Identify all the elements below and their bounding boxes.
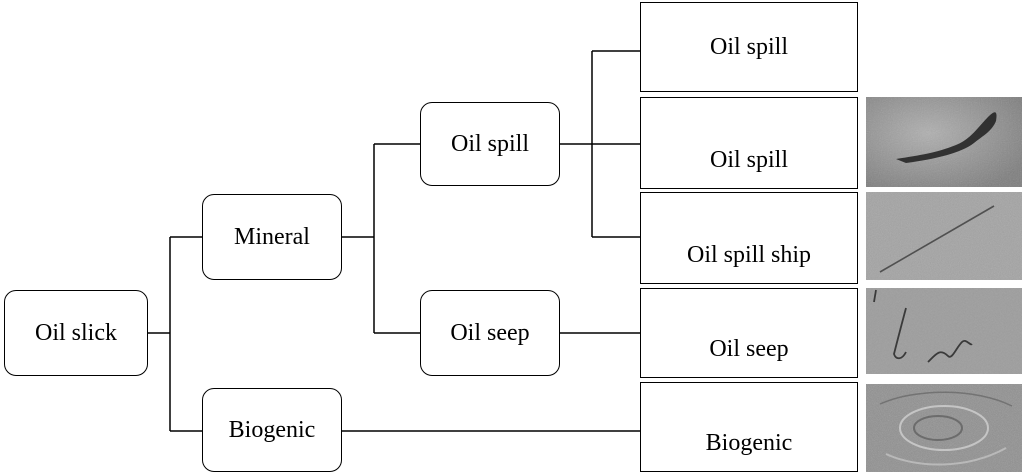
leaf-oil-spill-2: Oil spill xyxy=(640,97,858,189)
leaf-biogenic: Biogenic xyxy=(640,382,858,472)
node-biogenic: Biogenic xyxy=(202,388,342,472)
leaf-label: Biogenic xyxy=(705,430,793,456)
leaf-oil-spill-ship: Oil spill ship xyxy=(640,192,858,284)
leaf-label: Oil spill ship xyxy=(686,242,812,268)
biogenic-texture-icon xyxy=(866,384,1022,472)
node-oil-slick: Oil slick xyxy=(4,290,148,376)
leaf-label: Oil spill xyxy=(709,33,788,60)
oil-spill-ship-texture-icon xyxy=(866,192,1022,280)
leaf-oil-seep: Oil seep xyxy=(640,288,858,378)
node-oil-spill: Oil spill xyxy=(420,102,560,186)
node-label: Oil seep xyxy=(450,319,530,346)
leaf-label: Oil seep xyxy=(709,336,789,362)
node-mineral: Mineral xyxy=(202,194,342,280)
node-oil-seep: Oil seep xyxy=(420,290,560,376)
leaf-oil-spill-1: Oil spill xyxy=(640,2,858,92)
node-label: Oil spill xyxy=(450,130,529,157)
oil-spill-texture-icon xyxy=(866,97,1022,187)
node-label: Mineral xyxy=(234,223,310,250)
node-label: Biogenic xyxy=(228,416,316,443)
oil-seep-texture-icon xyxy=(866,288,1022,374)
node-label: Oil slick xyxy=(35,319,117,346)
leaf-label: Oil spill xyxy=(709,147,788,173)
